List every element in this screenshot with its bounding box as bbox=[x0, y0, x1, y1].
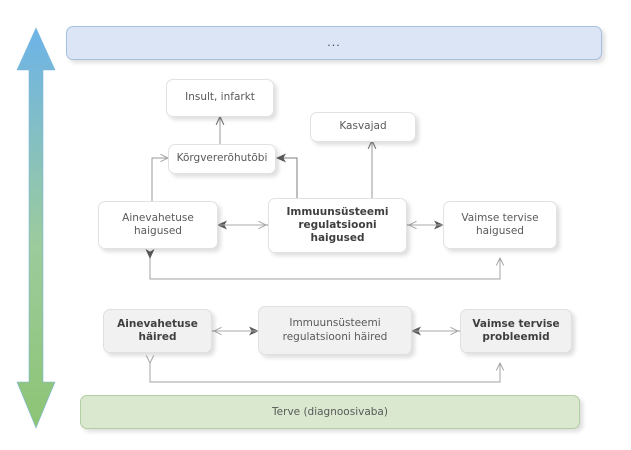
node-vaimse-tervise-probleemid-label: Vaimse tervise probleemid bbox=[472, 318, 559, 344]
node-kasvajad[interactable]: Kasvajad bbox=[310, 112, 416, 142]
line-2: häired bbox=[138, 331, 177, 343]
connector-ainevahetuse-to-korgvererohutobi bbox=[151, 158, 168, 201]
line-2: probleemid bbox=[482, 331, 550, 343]
node-kasvajad-label: Kasvajad bbox=[339, 120, 387, 133]
line-2: haigused bbox=[134, 225, 182, 237]
node-ainevahetuse-haigused[interactable]: Ainevahetuse haigused bbox=[98, 201, 218, 249]
line-1: Vaimse tervise bbox=[472, 317, 560, 330]
line-1: Ainevahetuse bbox=[117, 317, 198, 330]
line-1: Ainevahetuse bbox=[122, 211, 194, 224]
bottom-banner-label: Terve (diagnoosivaba) bbox=[272, 406, 388, 418]
top-banner[interactable]: ... bbox=[66, 26, 602, 60]
node-vaimse-tervise-haigused[interactable]: Vaimse tervise haigused bbox=[443, 201, 557, 249]
bottom-banner[interactable]: Terve (diagnoosivaba) bbox=[80, 395, 580, 429]
node-immuunsusteemi-hairted[interactable]: Immuunsüsteemi regulatsiooni häired bbox=[258, 306, 412, 355]
line-1: Immuunsüsteemi bbox=[286, 205, 389, 218]
node-korgvererohutobi-label: Kõrgvererõhutõbi bbox=[176, 152, 268, 165]
line-2: haigused bbox=[476, 225, 524, 237]
vertical-double-headed-gradient-arrow bbox=[16, 27, 56, 429]
connector-feedback-bus-middle bbox=[150, 258, 500, 280]
node-vaimse-tervise-haigused-label: Vaimse tervise haigused bbox=[461, 212, 538, 238]
top-banner-label: ... bbox=[327, 35, 341, 49]
node-ainevahetuse-haigused-label: Ainevahetuse haigused bbox=[122, 212, 194, 238]
node-immuunsusteemi-haigused[interactable]: Immuunsüsteemi regulatsiooni haigused bbox=[268, 198, 407, 253]
line-2: regulatsiooni häired bbox=[282, 330, 388, 343]
node-korgvererohutobi[interactable]: Kõrgvererõhutõbi bbox=[168, 144, 276, 174]
line-3: haigused bbox=[310, 232, 365, 245]
line-2: regulatsiooni bbox=[298, 218, 377, 231]
node-insult-infarkt-label: Insult, infarkt bbox=[185, 91, 255, 104]
node-immuunsusteemi-hairted-label: Immuunsüsteemi regulatsiooni häired bbox=[283, 317, 388, 343]
node-ainevahetuse-hairted[interactable]: Ainevahetuse häired bbox=[103, 309, 212, 353]
line-1: Vaimse tervise bbox=[461, 211, 539, 224]
node-insult-infarkt[interactable]: Insult, infarkt bbox=[166, 79, 274, 117]
connector-immuun-to-korgvererohutobi bbox=[276, 153, 298, 201]
node-ainevahetuse-hairted-label: Ainevahetuse häired bbox=[117, 318, 198, 344]
node-vaimse-tervise-probleemid[interactable]: Vaimse tervise probleemid bbox=[460, 309, 572, 353]
node-immuunsusteemi-haigused-label: Immuunsüsteemi regulatsiooni haigused bbox=[287, 206, 389, 245]
line-1: Immuunsüsteemi bbox=[289, 317, 381, 330]
connector-feedback-bus-bottom bbox=[150, 363, 500, 383]
